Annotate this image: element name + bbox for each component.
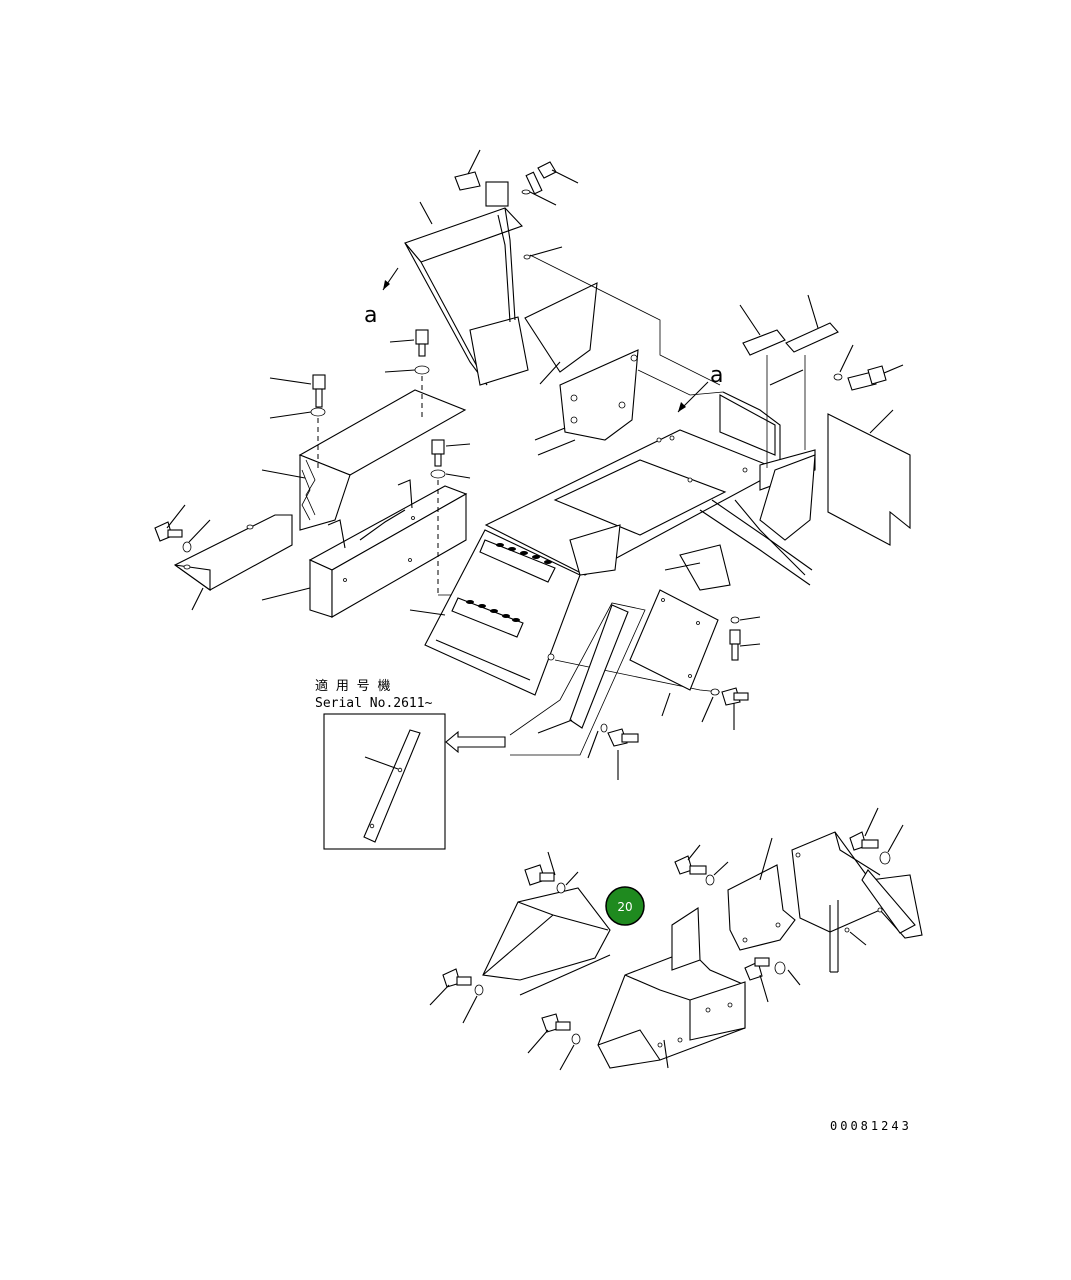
right-side-plate bbox=[629, 589, 761, 730]
applicable-serial-label-jp: 適 用 号 機 bbox=[315, 678, 390, 694]
marker-a-top: a bbox=[364, 303, 377, 328]
main-frame: a bbox=[484, 363, 816, 591]
callout-badge-label: 20 bbox=[617, 900, 632, 914]
long-side-panel bbox=[261, 439, 520, 618]
left-small-plate bbox=[154, 504, 293, 611]
lower-right-cover bbox=[674, 837, 801, 1003]
applicable-serial-label-en: Serial No.2611~ bbox=[315, 696, 433, 711]
serial-inset: 適 用 号 機 Serial No.2611~ bbox=[315, 678, 446, 850]
right-parts bbox=[739, 294, 911, 546]
upper-plates bbox=[524, 254, 724, 456]
marker-a-right: a bbox=[710, 363, 723, 388]
step-assembly bbox=[409, 529, 721, 696]
lower-right-frame bbox=[791, 807, 923, 973]
document-number: 00081243 bbox=[830, 1119, 912, 1133]
upper-bracket-assembly: a bbox=[364, 149, 579, 386]
lower-bracket-assembly bbox=[527, 907, 746, 1071]
lower-cover-assembly bbox=[429, 851, 611, 1024]
strip-part bbox=[445, 602, 646, 780]
left-cover-assembly bbox=[261, 329, 467, 531]
callout-badge-20[interactable]: 20 bbox=[605, 886, 645, 926]
